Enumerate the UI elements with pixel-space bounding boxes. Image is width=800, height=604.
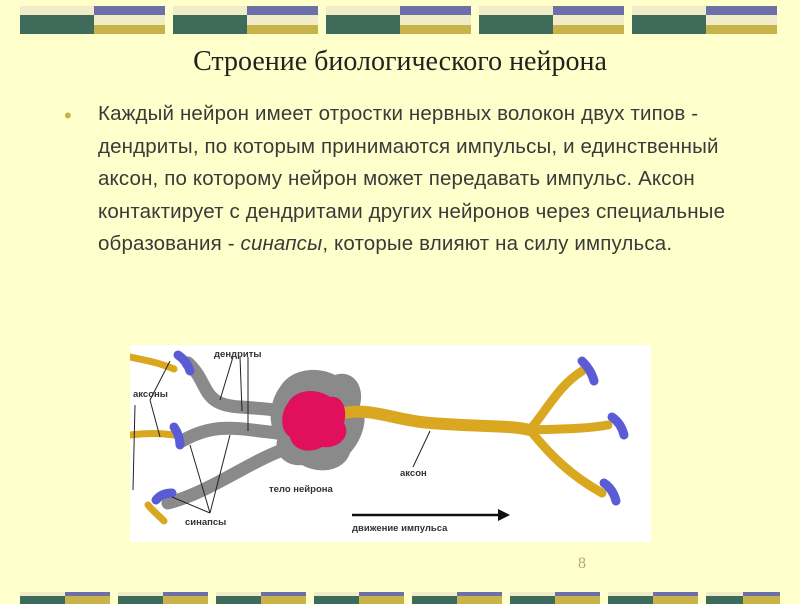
bottom-stripe-3 <box>216 592 306 604</box>
bullet-marker: • <box>64 103 72 128</box>
label-synapses: синапсы <box>185 517 226 528</box>
top-stripe-5 <box>632 6 777 36</box>
top-stripe-3 <box>326 6 471 36</box>
bottom-stripe-1 <box>20 592 110 604</box>
bottom-stripe-6 <box>510 592 600 604</box>
bottom-stripe-2 <box>118 592 208 604</box>
label-pointer-lines <box>132 356 431 514</box>
label-impulse-direction: движение импульса <box>352 523 448 534</box>
bullet-text-synapses: синапсы <box>240 232 323 255</box>
bottom-stripe-8 <box>706 592 780 604</box>
bottom-stripe-4 <box>314 592 404 604</box>
slide-title: Строение биологического нейрона <box>193 46 607 77</box>
bottom-stripe-5 <box>412 592 502 604</box>
incoming-axons <box>130 353 178 525</box>
label-axons: аксоны <box>133 389 168 400</box>
top-stripe-4 <box>479 6 624 36</box>
page-number: 8 <box>578 555 586 572</box>
neuron-diagram-svg: дендриты аксоны тело нейрона аксон синап… <box>130 349 629 534</box>
impulse-arrow <box>352 509 510 521</box>
bullet-text-part-1: Каждый нейрон имеет отростки нервных вол… <box>98 102 726 255</box>
bullet-text: Каждый нейрон имеет отростки нервных вол… <box>98 98 748 261</box>
label-cell-body: тело нейрона <box>269 484 333 495</box>
top-stripe-2 <box>173 6 318 36</box>
neuron-diagram: дендриты аксоны тело нейрона аксон синап… <box>130 345 651 542</box>
bottom-stripe-7 <box>608 592 698 604</box>
cell-body <box>282 391 347 451</box>
label-axon: аксон <box>400 468 427 479</box>
bullet-text-part-2: , которые влияют на силу импульса. <box>322 232 673 255</box>
synapses <box>151 350 629 506</box>
label-dendrites: дендриты <box>214 349 262 360</box>
top-stripe-1 <box>20 6 165 36</box>
outgoing-axon <box>329 366 613 498</box>
